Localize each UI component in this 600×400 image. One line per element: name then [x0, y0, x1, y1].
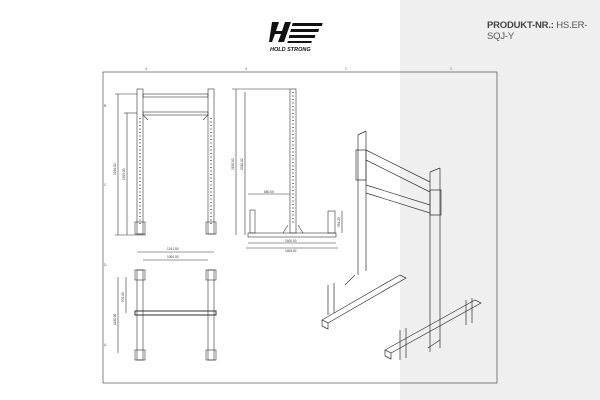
dimension-label: 1241.50 [167, 247, 179, 251]
dimension-label: 1130.00 [113, 313, 117, 325]
dimension-label: 2210.00 [113, 163, 117, 175]
dimension-label: 1995.00 [122, 168, 126, 180]
dimension-label: 1405.82 [285, 249, 297, 253]
isometric-view [321, 130, 482, 360]
brand-logo: HOLD STRONG [268, 18, 328, 54]
dimension-label: 2130.00 [231, 158, 235, 170]
drawing-frame [102, 71, 498, 384]
right-panel-background [400, 0, 600, 400]
frame-row-label: B [104, 104, 107, 108]
dimension-label: 2010.00 [240, 158, 244, 170]
dimension-label: 351.20 [337, 217, 341, 227]
dimension-label: 1400.00 [285, 239, 297, 243]
side-view: 2130.00 2010.00 650.00 351.20 1400.00 14… [231, 88, 343, 253]
product-number-label: PRODUKT-NR.: [487, 20, 554, 31]
dimension-label: 1000.00 [167, 255, 179, 259]
frame-col-label: 3 [245, 67, 247, 71]
frame-row-label: C [104, 183, 107, 187]
frame-row-label: D [104, 263, 107, 267]
frame-col-label: 2 [345, 67, 347, 71]
product-number-value: HS.ER-SQJ-Y [487, 20, 588, 42]
front-view: 2210.00 1995.00 [113, 88, 217, 236]
frame-col-label: 1 [450, 67, 452, 71]
product-number: PRODUKT-NR.: HS.ER-SQJ-Y [487, 20, 600, 42]
svg-text:HOLD STRONG: HOLD STRONG [270, 47, 311, 53]
frame-row-label: A [104, 343, 107, 347]
top-view: 1241.50 1000.00 570.00 1130.00 [113, 247, 217, 361]
frame-col-label: 4 [145, 67, 147, 71]
dimension-label: 650.00 [264, 190, 274, 194]
dimension-label: 570.00 [121, 292, 125, 302]
